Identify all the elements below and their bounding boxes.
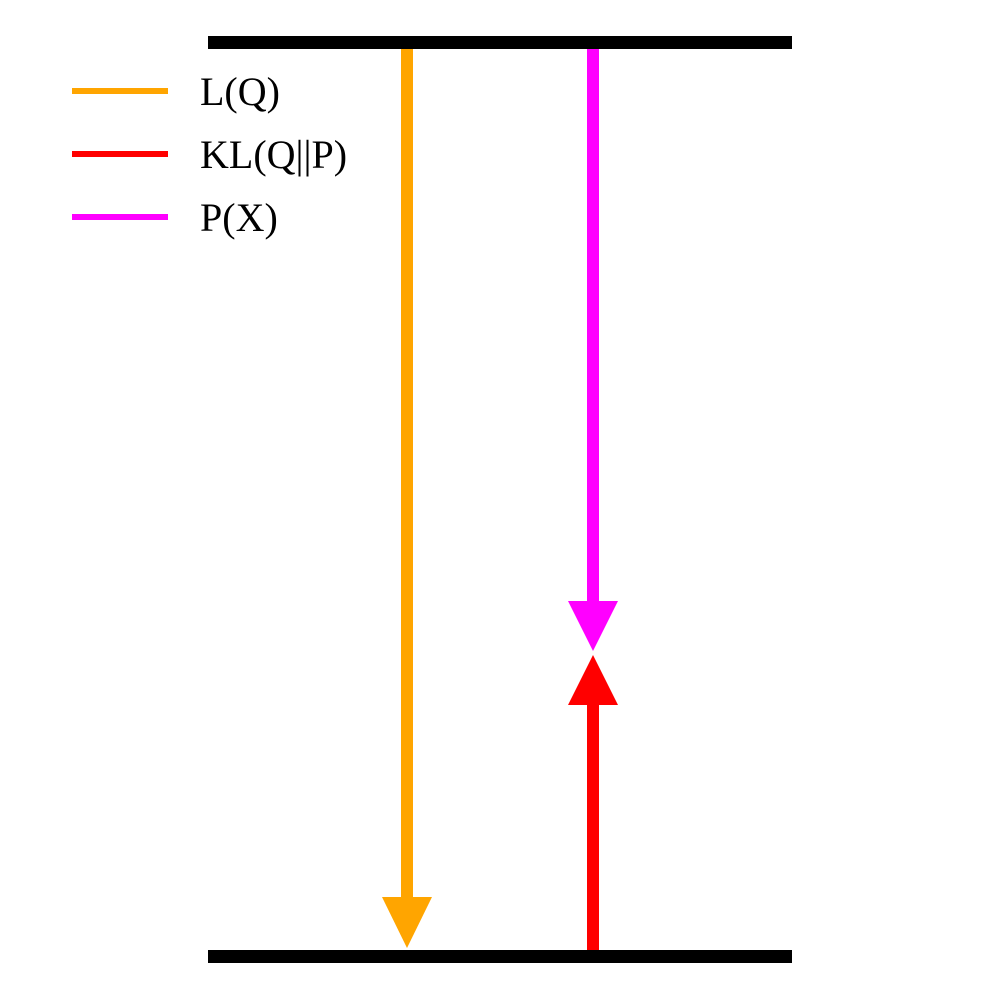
legend-label-kl: KL(Q||P) (200, 132, 347, 177)
legend-label-p-x: P(X) (200, 195, 278, 240)
top-bar (208, 36, 792, 49)
legend-item-p-x: P(X) (72, 195, 278, 240)
l-q-arrow (382, 49, 432, 948)
l-q-arrow-head (382, 897, 432, 948)
legend-swatch-l-q (72, 88, 168, 94)
p-x-arrow (568, 49, 618, 651)
bottom-bar (208, 950, 792, 963)
legend-swatch-p-x (72, 214, 168, 220)
kl-arrow-shaft (587, 703, 599, 950)
legend-item-kl: KL(Q||P) (72, 132, 347, 177)
p-x-arrow-head (568, 601, 618, 651)
p-x-arrow-shaft (587, 49, 599, 602)
legend-swatch-kl (72, 151, 168, 157)
kl-arrow-head (568, 655, 618, 705)
legend-item-l-q: L(Q) (72, 69, 280, 114)
legend-label-l-q: L(Q) (200, 69, 280, 114)
kl-arrow (568, 655, 618, 950)
legend: L(Q) KL(Q||P) P(X) (72, 69, 347, 240)
l-q-arrow-shaft (401, 49, 413, 899)
